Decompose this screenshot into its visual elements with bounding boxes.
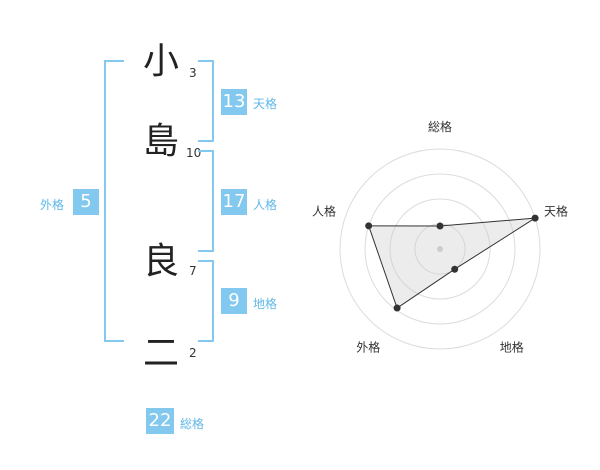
radar-point-1 — [436, 222, 444, 230]
radar-grid-ring-4 — [339, 148, 541, 350]
jinkaku-bracket — [198, 150, 214, 252]
radar-point-2 — [531, 214, 539, 222]
soukaku-label: 総格 — [180, 417, 205, 431]
stroke-count-3: 7 — [189, 264, 197, 278]
stroke-count-4: 2 — [189, 346, 197, 360]
soukaku-value: 22 — [146, 408, 174, 434]
jinkaku-label: 人格 — [253, 198, 278, 212]
gaikaku-bracket — [104, 60, 124, 342]
radar-axis-label-5: 人格 — [312, 203, 336, 218]
radar-center — [437, 246, 443, 252]
name-char-1: 小 — [143, 41, 180, 82]
jinkaku-value: 17 — [221, 189, 247, 215]
name-char-3: 良 — [143, 241, 180, 282]
chikaku-label: 地格 — [253, 297, 278, 311]
stroke-count-2: 10 — [186, 146, 202, 160]
tenkaku-value: 13 — [221, 89, 247, 115]
radar-point-3 — [451, 265, 459, 273]
tenkaku-bracket — [198, 60, 214, 142]
radar-axis-label-2: 天格 — [544, 203, 568, 218]
stroke-count-1: 3 — [189, 66, 197, 80]
radar-axis-label-1: 総格 — [428, 119, 452, 134]
radar-point-4 — [393, 304, 401, 312]
name-char-4: 二 — [143, 333, 180, 374]
name-char-2: 島 — [143, 121, 180, 162]
chikaku-value: 9 — [221, 288, 247, 314]
gaikaku-label: 外格 — [40, 198, 65, 212]
radar-grid-ring-2 — [389, 198, 491, 300]
radar-series-area — [367, 217, 536, 309]
radar-point-5 — [365, 222, 373, 230]
radar-axis-label-3: 地格 — [500, 340, 524, 355]
radar-axis-label-4: 外格 — [356, 340, 380, 355]
chikaku-bracket — [198, 260, 214, 342]
gaikaku-value: 5 — [73, 189, 99, 215]
radar-grid-ring-3 — [364, 173, 516, 325]
tenkaku-label: 天格 — [253, 97, 278, 111]
